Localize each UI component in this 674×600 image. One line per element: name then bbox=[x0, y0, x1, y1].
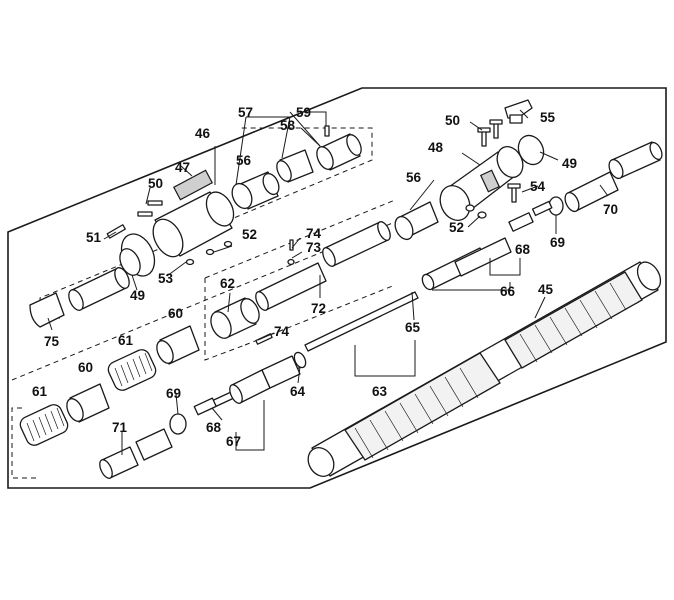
coupling-56-left bbox=[231, 171, 280, 210]
label-66: 66 bbox=[500, 284, 516, 299]
label-51: 51 bbox=[86, 230, 102, 245]
label-74-upper: 74 bbox=[306, 226, 322, 241]
label-50-right: 50 bbox=[445, 113, 460, 128]
label-52-right: 52 bbox=[449, 220, 464, 235]
part-labels: 45 46 47 48 49 49 50 50 51 52 52 53 54 5… bbox=[32, 105, 618, 449]
clamp-57-58 bbox=[276, 125, 362, 183]
lower-tubes bbox=[99, 333, 307, 479]
label-72: 72 bbox=[311, 301, 326, 316]
tube-66 bbox=[421, 212, 534, 291]
label-74-lower: 74 bbox=[274, 324, 290, 339]
label-69-left: 69 bbox=[166, 386, 181, 401]
label-45: 45 bbox=[538, 282, 554, 297]
label-60-lower: 60 bbox=[78, 360, 93, 375]
label-71: 71 bbox=[112, 420, 128, 435]
label-56-left: 56 bbox=[236, 153, 252, 168]
tube-72 bbox=[255, 221, 391, 311]
label-67: 67 bbox=[226, 434, 241, 449]
part-62 bbox=[210, 297, 260, 339]
label-59: 59 bbox=[296, 105, 311, 120]
label-65: 65 bbox=[405, 320, 421, 335]
label-70: 70 bbox=[603, 202, 618, 217]
label-60-upper: 60 bbox=[168, 306, 183, 321]
diagram-frame bbox=[7, 87, 667, 489]
label-69-right: 69 bbox=[550, 235, 565, 250]
label-62: 62 bbox=[220, 276, 235, 291]
housing-46 bbox=[106, 169, 235, 277]
fittings-right bbox=[531, 196, 564, 217]
springs-bushings bbox=[19, 325, 200, 446]
shaft-45 bbox=[307, 261, 662, 477]
sleeve-70 bbox=[564, 141, 663, 213]
label-48: 48 bbox=[428, 140, 444, 155]
label-63: 63 bbox=[372, 384, 388, 399]
label-53: 53 bbox=[158, 271, 174, 286]
label-61-upper: 61 bbox=[118, 333, 134, 348]
label-55: 55 bbox=[540, 110, 556, 125]
label-52-left: 52 bbox=[242, 227, 257, 242]
label-73: 73 bbox=[306, 240, 322, 255]
label-57: 57 bbox=[238, 105, 253, 120]
label-47: 47 bbox=[175, 160, 190, 175]
label-46: 46 bbox=[195, 126, 211, 141]
label-64: 64 bbox=[290, 384, 306, 399]
label-58: 58 bbox=[280, 118, 296, 133]
label-49-left: 49 bbox=[130, 288, 145, 303]
label-56-right: 56 bbox=[406, 170, 422, 185]
label-68-right: 68 bbox=[515, 242, 531, 257]
tube-75-group bbox=[29, 248, 141, 328]
label-68-left: 68 bbox=[206, 420, 222, 435]
gear-head-48 bbox=[394, 99, 545, 241]
leader-lines bbox=[47, 109, 609, 455]
label-49-right: 49 bbox=[562, 156, 577, 171]
label-54: 54 bbox=[530, 179, 546, 194]
label-75: 75 bbox=[44, 334, 60, 349]
label-61-lower: 61 bbox=[32, 384, 48, 399]
label-50-left: 50 bbox=[148, 176, 163, 191]
